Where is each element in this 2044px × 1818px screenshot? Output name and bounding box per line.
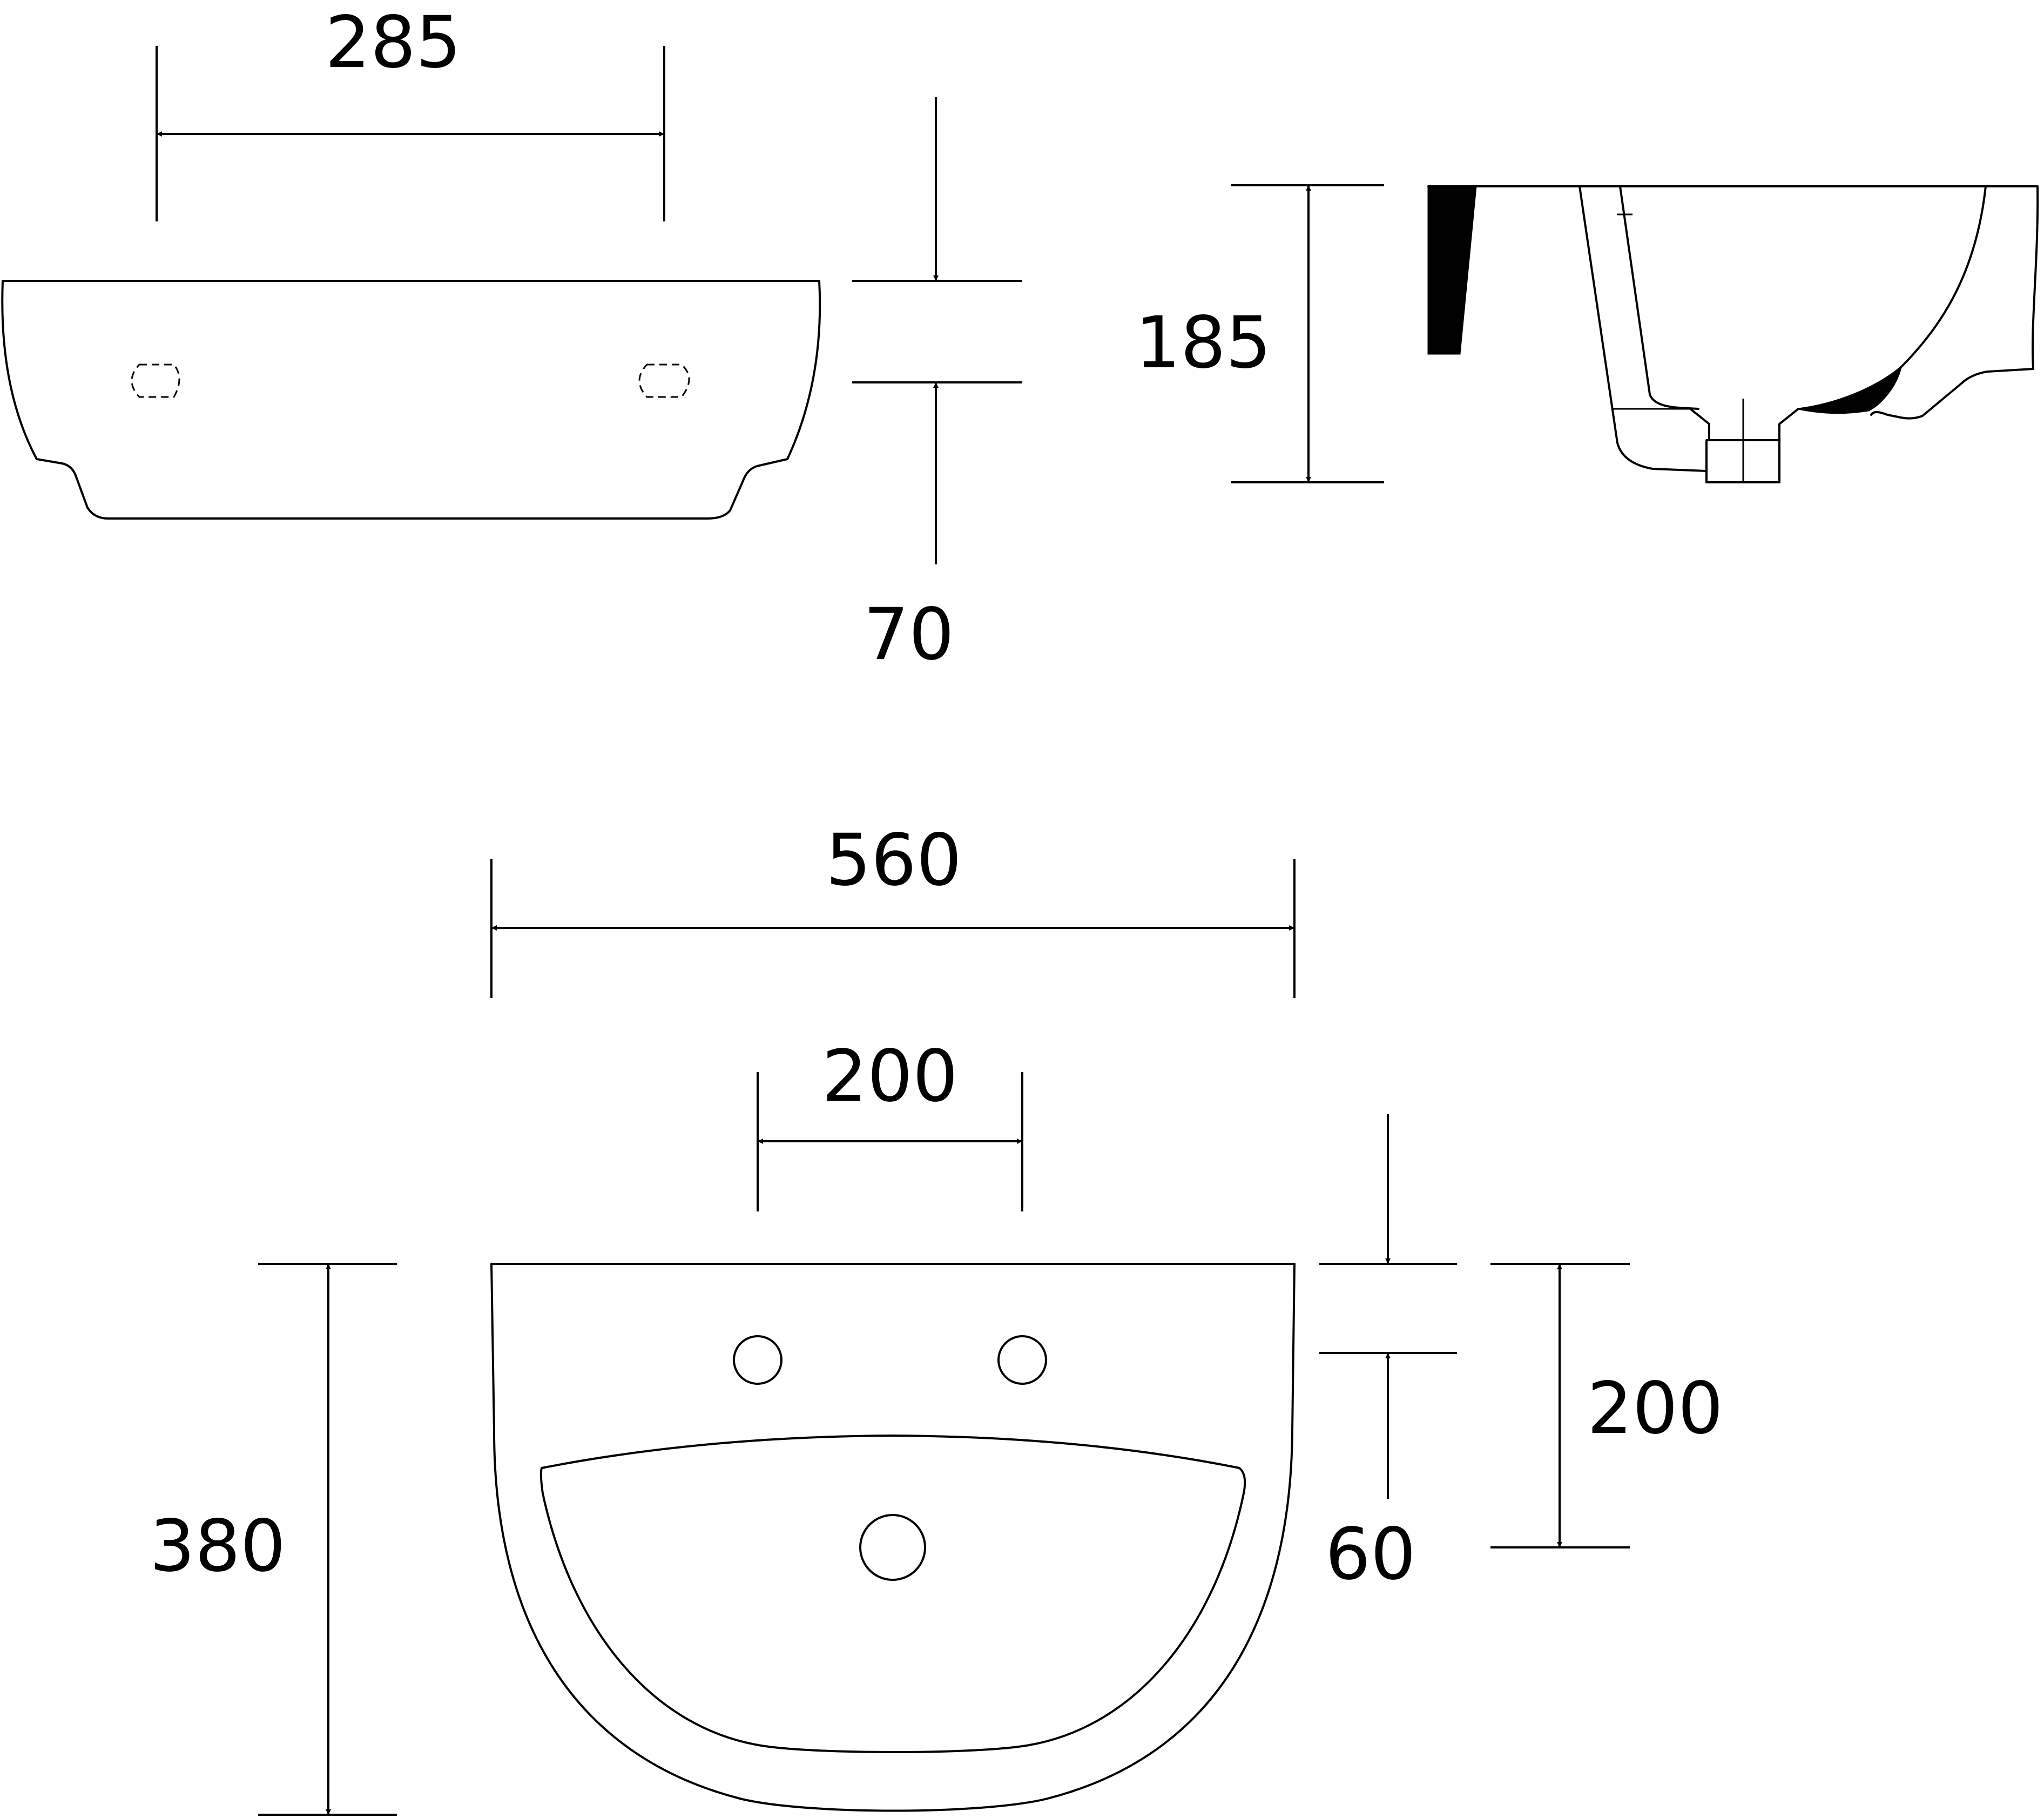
dim-185-label: 185 <box>1135 301 1271 385</box>
dim-560-label: 560 <box>826 819 962 902</box>
side-inner-bowl <box>1619 185 1699 410</box>
dim-200-taps-label: 200 <box>822 1035 958 1118</box>
dim-70-label: 70 <box>864 593 954 676</box>
side-waste-outlet <box>1689 408 1799 441</box>
side-view: 185 <box>1135 184 2039 483</box>
dim-285-label: 285 <box>325 1 461 84</box>
plan-outer-outline <box>490 1263 1296 1812</box>
side-front-lip-shadow <box>1798 365 1903 414</box>
right-fixing-slot <box>638 363 690 398</box>
side-front-outer <box>1870 185 2039 420</box>
waste-hole <box>859 1514 926 1581</box>
left-tap-hole <box>733 1335 782 1385</box>
rear-view: 285 70 <box>1 1 1022 676</box>
wall-bracket <box>1427 185 1477 355</box>
dim-380-label: 380 <box>150 1505 286 1588</box>
right-tap-hole <box>997 1335 1047 1385</box>
side-outer-profile <box>1578 185 1708 472</box>
left-fixing-slot <box>131 363 180 398</box>
dim-60-label: 60 <box>1325 1513 1416 1596</box>
plan-inner-bowl <box>539 1435 1246 1753</box>
rear-view-outline <box>1 280 821 520</box>
dim-200-waste-label: 200 <box>1587 1367 1723 1450</box>
plan-view: 560 200 380 60 200 <box>150 819 1723 1816</box>
